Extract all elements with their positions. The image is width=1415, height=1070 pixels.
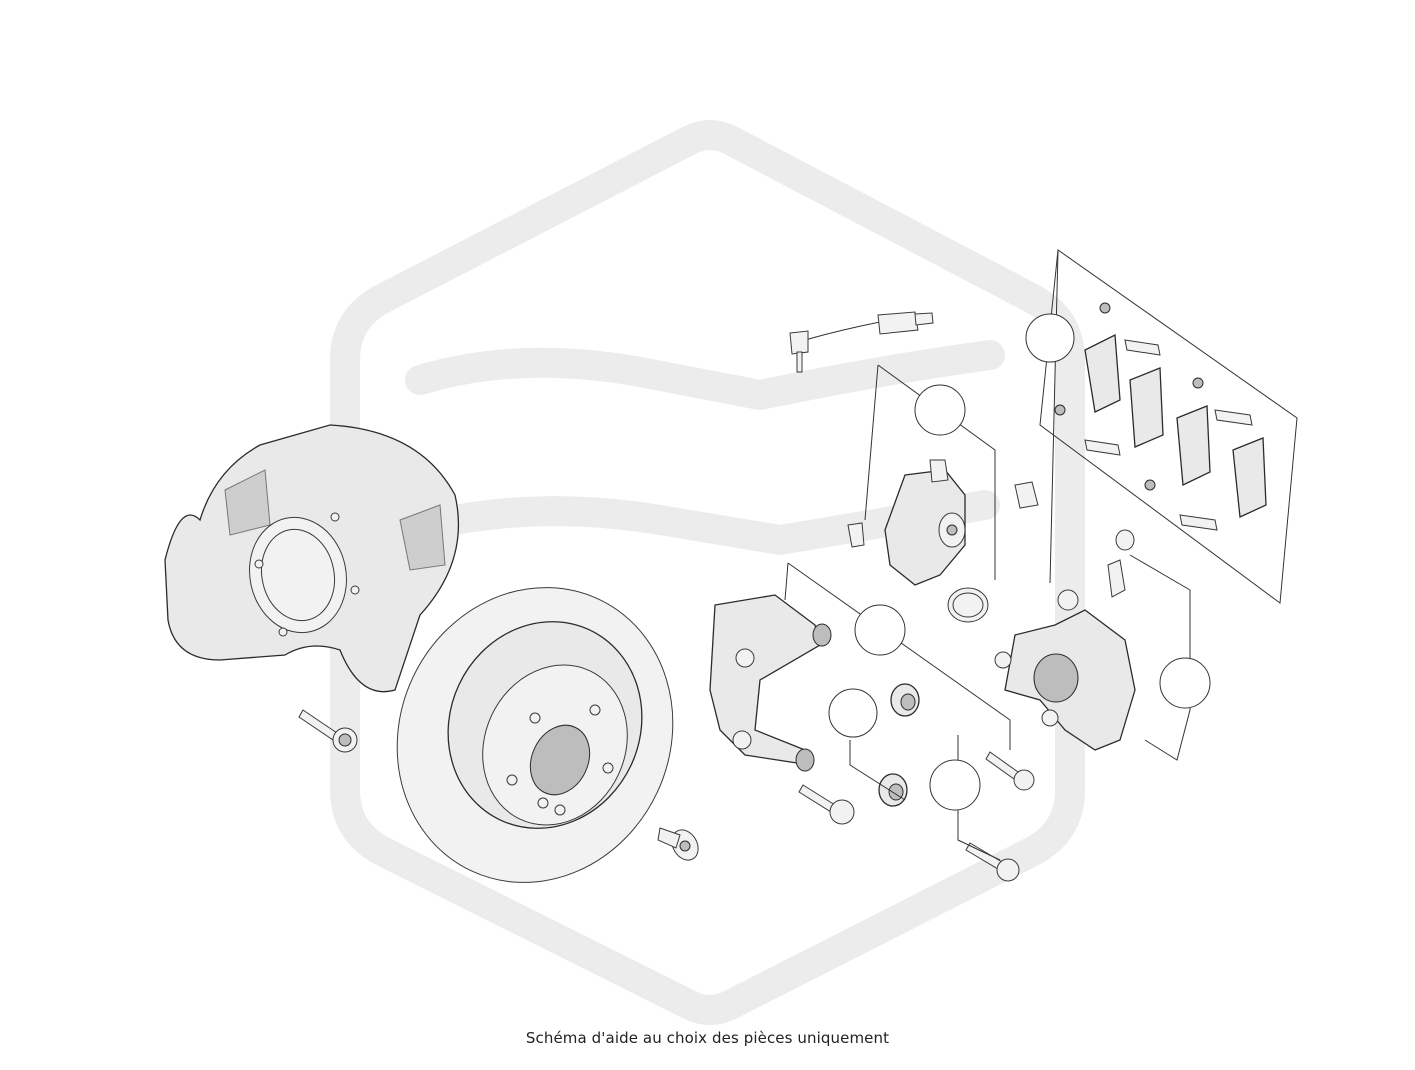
brake-disc[interactable]: [349, 542, 720, 928]
wear-sensor[interactable]: [789, 311, 934, 373]
watermark-logo: [330, 120, 1085, 1025]
brake-pad-set[interactable]: [1084, 333, 1267, 518]
caliper-housing[interactable]: [994, 589, 1136, 751]
o-ring[interactable]: [947, 587, 989, 623]
caliper-actuator[interactable]: [884, 459, 966, 586]
guide-bolt-2[interactable]: [985, 751, 1035, 791]
callout-pad-set[interactable]: [1025, 313, 1075, 363]
caliper-bracket[interactable]: [709, 594, 832, 772]
callout-guide-bolt[interactable]: [929, 759, 981, 811]
callout-bracket[interactable]: [854, 604, 906, 656]
shield-bolt[interactable]: [298, 709, 358, 753]
callout-caliper-bleed[interactable]: [1159, 657, 1211, 709]
guide-bushing-lower[interactable]: [878, 773, 908, 807]
actuator-bolt[interactable]: [847, 522, 865, 548]
leader-lines: [784, 249, 1191, 861]
disc-screw[interactable]: [657, 825, 703, 865]
pad-set-outline: [1039, 249, 1298, 604]
caliper-mount-bolt[interactable]: [1014, 481, 1039, 509]
guide-bolt-3[interactable]: [965, 842, 1020, 882]
guide-bolt-1[interactable]: [798, 784, 855, 825]
diagram-caption: Schéma d'aide au choix des pièces unique…: [525, 1029, 890, 1047]
callout-caliper-actuator[interactable]: [914, 384, 966, 436]
bleed-nipple[interactable]: [1107, 559, 1126, 598]
callout-guide-bushing[interactable]: [828, 688, 878, 738]
dust-shield[interactable]: [164, 424, 460, 693]
guide-bushing-upper[interactable]: [890, 683, 920, 717]
bleed-cap[interactable]: [1115, 529, 1135, 551]
pad-clips[interactable]: [1054, 302, 1253, 531]
